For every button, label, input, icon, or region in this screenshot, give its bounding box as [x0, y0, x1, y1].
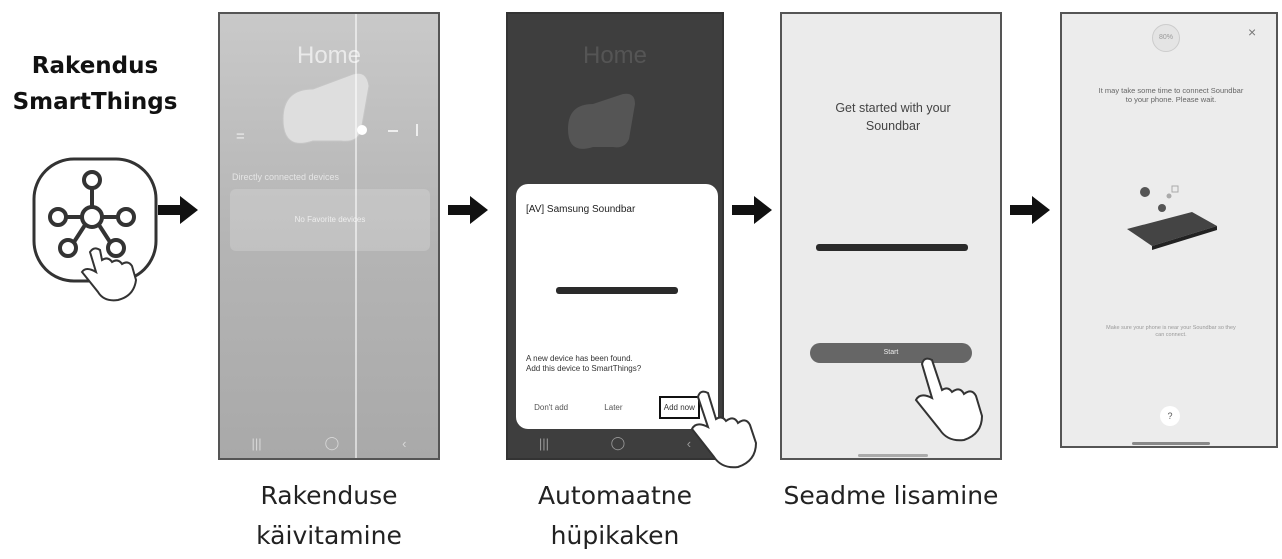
hint-line1: Make sure your phone is near your Soundb… — [1106, 325, 1236, 331]
hint-line2: can connect. — [1155, 332, 1187, 338]
connecting-screen: 80% × It may take some time to connect S… — [1060, 12, 1278, 448]
add-icon[interactable] — [357, 125, 367, 135]
step2-line2: hüpikaken — [550, 521, 680, 550]
speaker-image — [568, 93, 635, 149]
device-found-dialog: [AV] Samsung Soundbar A new device has b… — [516, 184, 718, 429]
arrow-right-icon — [158, 196, 198, 224]
help-button[interactable]: ? — [1160, 406, 1180, 426]
popup-screen: Home [AV] Samsung Soundbar A new device … — [506, 12, 724, 460]
app-title-line1: Rakendus — [31, 53, 159, 79]
phone-connect-illustration — [1127, 185, 1217, 250]
dialog-title: [AV] Samsung Soundbar — [526, 204, 636, 215]
navbar: ||| ◯ ‹ — [508, 428, 722, 458]
home-title: Home — [296, 42, 362, 69]
arrow-right-icon — [1010, 196, 1050, 224]
recent-apps-icon[interactable]: ||| — [538, 435, 549, 451]
message-line2: Add this device to SmartThings? — [526, 364, 642, 373]
message-line1: A new device has been found. — [526, 354, 633, 363]
arrow-right-icon — [448, 196, 488, 224]
step1-line1: Rakenduse — [260, 481, 398, 510]
menu-icon[interactable]: = — [236, 128, 245, 145]
wait-line2: to your phone. Please wait. — [1125, 95, 1217, 104]
home-icon[interactable]: ◯ — [324, 435, 340, 450]
wait-message: It may take some time to connect Soundba… — [1074, 86, 1268, 104]
divider — [355, 14, 357, 458]
get-started-heading: Get started with your Soundbar — [802, 99, 984, 135]
section-label[interactable]: Directly connected devices — [232, 172, 340, 182]
home-title: Home — [582, 42, 648, 69]
app-title: Rakendus SmartThings — [0, 48, 190, 120]
speaker-image — [282, 72, 370, 144]
heading-line1: Get started with your — [835, 101, 951, 115]
step3-caption: Seadme lisamine — [760, 476, 1022, 516]
home-indicator — [858, 454, 928, 457]
back-icon[interactable]: ‹ — [402, 435, 407, 451]
add-device-screen: Get started with your Soundbar Start — [780, 12, 1002, 460]
dialog-message: A new device has been found. Add this de… — [526, 354, 706, 374]
close-icon[interactable]: × — [1248, 24, 1257, 40]
step2-caption: Automaatne hüpikaken — [506, 476, 724, 556]
soundbar-image — [556, 287, 678, 294]
step3-line1: Seadme lisamine — [783, 481, 999, 510]
progress-icon: 80% — [1152, 24, 1180, 52]
heading-line2: Soundbar — [865, 119, 921, 133]
home-indicator — [1132, 442, 1210, 445]
back-icon[interactable]: ‹ — [686, 435, 692, 451]
home-screen: Home = Directly connected devices No Fav… — [218, 12, 440, 460]
later-button[interactable]: Later — [604, 403, 623, 412]
step2-line1: Automaatne — [537, 481, 693, 510]
soundbar-image — [816, 244, 968, 251]
more-icon[interactable] — [416, 124, 418, 136]
app-title-line2: SmartThings — [12, 89, 178, 115]
start-button[interactable]: Start — [810, 343, 972, 363]
favorites-card[interactable] — [230, 189, 430, 251]
arrow-right-icon — [732, 196, 772, 224]
add-now-button[interactable]: Add now — [658, 396, 700, 419]
step1-caption: Rakenduse käivitamine — [218, 476, 440, 556]
dialog-buttons: Don't add Later Add now — [516, 396, 718, 419]
empty-label: No Favorite devices — [294, 215, 366, 224]
wait-line1: It may take some time to connect Soundba… — [1098, 86, 1244, 95]
plus-icon[interactable] — [388, 130, 398, 132]
recent-apps-icon[interactable]: ||| — [251, 435, 262, 451]
hint-message: Make sure your phone is near your Soundb… — [1087, 325, 1255, 339]
step1-line2: käivitamine — [256, 521, 402, 550]
navbar: ||| ◯ ‹ — [220, 428, 438, 458]
dont-add-button[interactable]: Don't add — [534, 403, 569, 412]
smartthings-icon[interactable] — [30, 155, 160, 305]
home-icon[interactable]: ◯ — [610, 435, 626, 450]
